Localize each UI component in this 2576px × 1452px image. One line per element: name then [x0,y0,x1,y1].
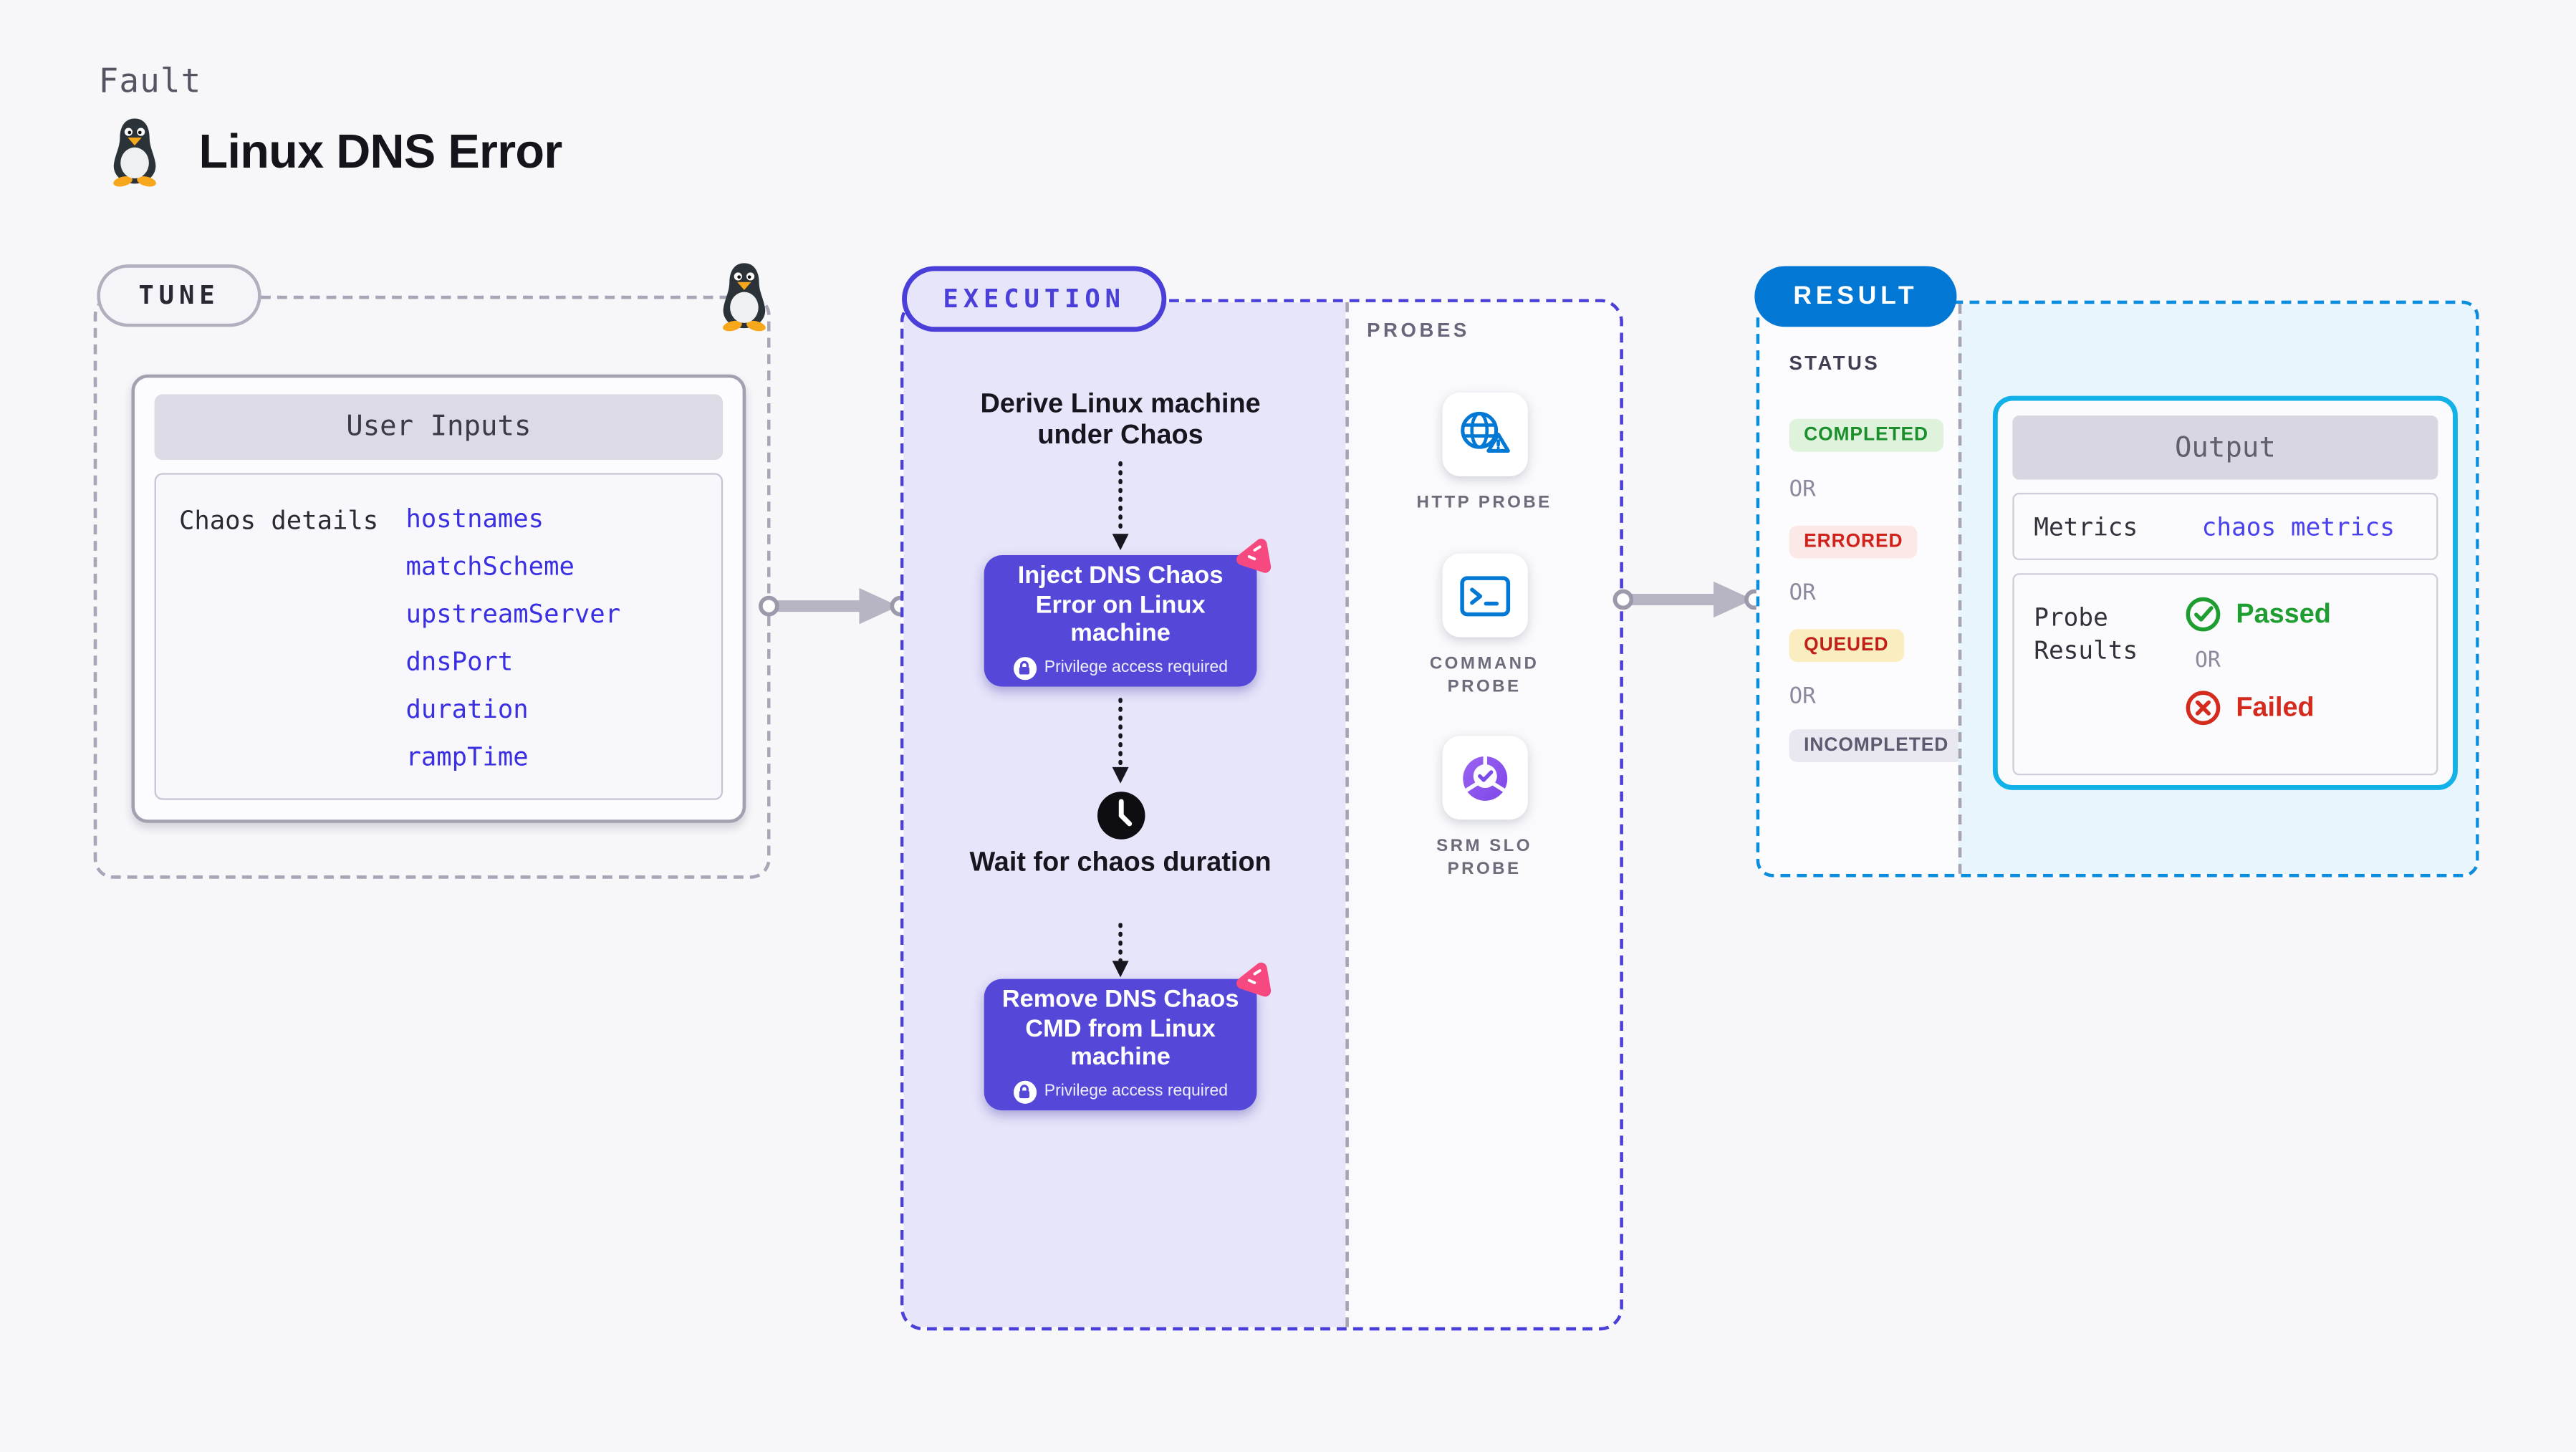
or-separator: OR [2194,648,2221,674]
or-separator: OR [1789,476,1816,503]
param-value: upstreamServer [405,599,621,630]
user-inputs-header: User Inputs [154,394,724,461]
execution-flow-column: Derive Linux machine under Chaos Inject … [903,302,1346,1327]
probe-results-row: Probe Results Passed OR [2012,573,2438,776]
flow-arrow-down-icon [1112,461,1129,551]
result-pill: RESULT [1754,266,1957,327]
lock-icon [1013,656,1037,680]
flow-arrow-down-icon [1112,923,1129,978]
wait-node-label: Wait for chaos duration [969,847,1272,878]
probe-label: COMMAND PROBE [1429,653,1539,696]
x-circle-icon [2186,691,2221,726]
output-header: Output [2012,415,2438,480]
param-value: dnsPort [405,647,514,677]
status-label: STATUS [1789,351,1880,375]
param-value: rampTime [405,742,529,772]
chaos-details-label: Chaos details [178,506,379,536]
privilege-row: Privilege access required [1013,1080,1228,1104]
output-card: Output Metrics chaos metrics Probe Resul… [1992,395,2458,790]
param-list: hostnames matchScheme upstreamServer dns… [405,496,620,782]
page-title: Linux DNS Error [198,126,563,179]
metrics-label: Metrics [2034,511,2138,542]
command-probe-card [1441,553,1527,638]
tune-to-execution-arrow [758,587,911,625]
pie-check-icon [1462,754,1507,800]
execution-pill: EXECUTION [902,266,1167,332]
inject-node-label: Inject DNS Chaos Error on Linux machine [1017,562,1224,648]
globe-alert-icon [1461,410,1510,452]
derive-node-label: Derive Linux machine under Chaos [980,389,1261,451]
param-value: duration [405,694,529,725]
srm-slo-probe-card [1441,736,1527,820]
probe-results-values: Passed OR Failed [2185,596,2331,726]
privilege-row: Privilege access required [1013,656,1228,680]
chaos-badge-icon [1236,962,1272,997]
tune-section: TUNE User Inputs Chaos details hostnames… [93,263,771,879]
status-badge-completed: COMPLETED [1789,418,1943,452]
probe-label: SRM SLO PROBE [1436,836,1532,878]
http-probe-card [1441,393,1527,476]
or-separator: OR [1789,580,1816,607]
fault-category-label: Fault [98,60,202,100]
result-section: STATUS COMPLETED OR ERRORED OR QUEUED OR… [1754,266,2479,878]
or-separator: OR [1789,683,1816,710]
status-column: STATUS COMPLETED OR ERRORED OR QUEUED OR… [1759,304,1964,874]
result-dashed-box: STATUS COMPLETED OR ERRORED OR QUEUED OR… [1756,300,2479,878]
probes-section-label: PROBES [1367,318,1470,342]
probes-panel: PROBES HTTP PROBE [1345,302,1620,1327]
lock-icon [1013,1080,1037,1104]
tune-pill: TUNE [97,264,261,327]
metrics-row: Metrics chaos metrics [2012,492,2438,560]
tux-penguin-icon [112,118,158,188]
tune-dashed-box [93,295,771,879]
probe-label: HTTP PROBE [1416,492,1552,513]
probe-item-command: COMMAND PROBE [1349,553,1620,698]
terminal-icon [1459,575,1509,616]
status-badge-errored: ERRORED [1789,525,1918,559]
probe-results-label: Probe Results [2034,602,2138,665]
remove-dns-chaos-node: Remove DNS Chaos CMD from Linux machine … [984,962,1272,1111]
probe-item-http: HTTP PROBE [1349,393,1620,515]
privilege-note: Privilege access required [1044,1082,1228,1101]
execution-to-result-arrow [1613,581,1765,618]
tux-penguin-icon [721,263,767,332]
privilege-note: Privilege access required [1044,659,1228,678]
check-circle-icon [2186,597,2221,632]
execution-section: Derive Linux machine under Chaos Inject … [900,266,1623,1331]
execution-dashed-box: Derive Linux machine under Chaos Inject … [900,299,1623,1331]
inject-dns-chaos-node: Inject DNS Chaos Error on Linux machine … [984,539,1272,687]
output-area: Output Metrics chaos metrics Probe Resul… [1958,304,2476,874]
param-value: matchScheme [405,552,575,582]
metrics-value: chaos metrics [2201,511,2395,542]
probe-item-srm-slo: SRM SLO PROBE [1349,736,1620,880]
clock-icon [1097,792,1145,840]
flow-arrow-down-icon [1112,698,1129,784]
status-badge-incompleted: INCOMPLETED [1789,729,1964,762]
passed-line: Passed [2185,596,2331,632]
user-inputs-card: User Inputs Chaos details hostnames matc… [131,374,746,823]
passed-text: Passed [2236,598,2331,629]
user-inputs-body: Chaos details hostnames matchScheme upst… [154,473,724,800]
param-value: hostnames [405,504,544,534]
failed-line: Failed [2185,690,2331,726]
chaos-badge-icon [1236,539,1272,573]
failed-text: Failed [2236,692,2315,722]
status-badge-queued: QUEUED [1789,629,1904,663]
remove-node-label: Remove DNS Chaos CMD from Linux machine [1001,986,1239,1072]
